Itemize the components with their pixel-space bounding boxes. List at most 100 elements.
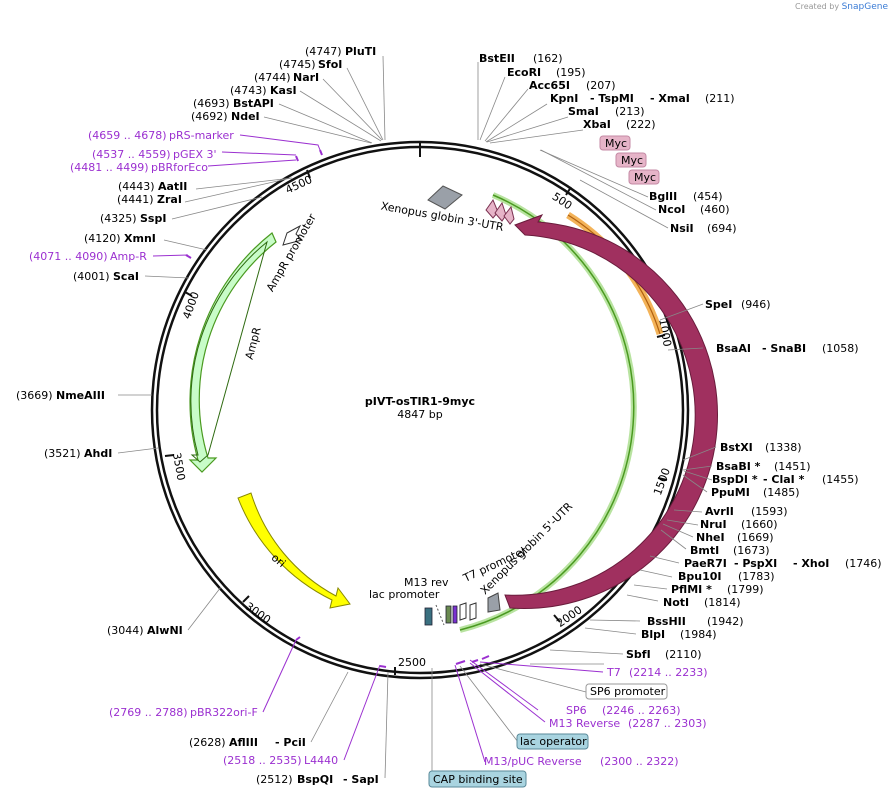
leader-lines [117, 55, 717, 779]
site-acc65I-name: Acc65I [529, 79, 570, 92]
site-notI-name: NotI [663, 596, 689, 609]
primer-t7-range: (2214 .. 2233) [629, 666, 708, 679]
site-xmaI-name: - XmaI [650, 92, 690, 105]
xenopus3-arrow [427, 185, 463, 210]
site-paeR7I-name: PaeR7I [684, 557, 727, 570]
site-xbaI-name: XbaI [583, 118, 611, 131]
site-snaBI-name: - SnaBI [762, 342, 806, 355]
primer-pbrforeco-name: pBRforEco [151, 161, 208, 174]
lac-operator-tag: lac operator [520, 735, 587, 748]
site-sbfI-pos: (2110) [665, 648, 702, 661]
site-tspMI-name: - TspMI [590, 92, 634, 105]
ampr-dark-arrow [190, 240, 268, 463]
primer-m13r-range: (2287 .. 2303) [628, 717, 707, 730]
site-nmeAIII-name: NmeAIII [56, 389, 105, 402]
tick-marks [164, 169, 668, 675]
site-acc65I-pos: (207) [586, 79, 616, 92]
tick-label-2500: 2500 [398, 656, 426, 669]
site-bspQI-name: BspQI [297, 773, 333, 786]
site-bssHII-pos: (1942) [707, 615, 744, 628]
sp6-promoter-tag: SP6 promoter [590, 685, 666, 698]
site-bstAPI-pos: (4693) [193, 97, 230, 110]
lac-promoter-label: lac promoter [369, 588, 440, 601]
site-bpu10I-name: Bpu10I [678, 570, 722, 583]
left-labels: (4747) PluTI (4745) SfoI (4744) NarI (47… [16, 45, 379, 786]
site-claI-name: - ClaI * [763, 473, 805, 486]
site-plutI-pos: (4747) [305, 45, 342, 58]
site-bstAPI-name: BstAPI [233, 97, 274, 110]
primer-ampr-range: (4071 .. 4090) [29, 250, 108, 263]
myc-tags: Myc Myc Myc [599, 135, 660, 185]
site-bsaBI-name: BsaBI * [716, 460, 761, 473]
snapgene-credit: Created by SnapGene [795, 2, 888, 12]
site-blpI-name: BlpI [641, 628, 665, 641]
site-sfoI-name: SfoI [318, 58, 342, 71]
site-notI-pos: (1814) [704, 596, 741, 609]
primer-pbr322-name: pBR322ori-F [190, 706, 258, 719]
m13-rev-label: M13 rev [404, 576, 449, 589]
site-avrII-pos: (1593) [751, 505, 788, 518]
site-nruI-pos: (1660) [741, 518, 778, 531]
site-bstEII-pos: (162) [533, 52, 563, 65]
site-kpnI-pos: (211) [705, 92, 735, 105]
site-nruI-name: NruI [700, 518, 727, 531]
backbone-outer [150, 140, 690, 680]
site-scaI-pos: (4001) [73, 270, 110, 283]
site-bsaAI-name: BsaAI [716, 342, 751, 355]
site-avrII-name: AvrII [705, 505, 734, 518]
site-ahdI-name: AhdI [84, 447, 112, 460]
site-sspI-name: SspI [140, 212, 166, 225]
site-kpnI-name: KpnI [550, 92, 578, 105]
site-xhoI-name: - XhoI [793, 557, 829, 570]
site-bglII-name: BglII [649, 190, 677, 203]
bottom-features [424, 592, 501, 626]
site-bmtI-pos: (1673) [733, 544, 770, 557]
site-aatII-pos: (4443) [118, 180, 155, 193]
site-narI-name: NarI [293, 71, 319, 84]
site-ppuMI-pos: (1485) [763, 486, 800, 499]
right-labels: BstEII (162) EcoRI (195) Acc65I (207) Kp… [479, 52, 882, 768]
site-nmeAIII-pos: (3669) [16, 389, 53, 402]
site-alwNI-pos: (3044) [107, 624, 144, 637]
site-ecoRI-name: EcoRI [507, 66, 541, 79]
site-bspDI-name: BspDI * [712, 473, 758, 486]
ori-arrow [237, 492, 351, 609]
site-kasI-pos: (4743) [230, 84, 267, 97]
primer-sp6-name: SP6 [566, 704, 587, 717]
site-aflIII-name: AflIII [229, 736, 258, 749]
ampr-promoter-arrow [282, 224, 303, 246]
site-paeR7I-pos: (1746) [845, 557, 882, 570]
xenopus5-label: Xenopus globin 5'-UTR [478, 500, 575, 597]
site-sfoI-pos: (4745) [279, 58, 316, 71]
site-bmtI-name: BmtI [690, 544, 719, 557]
site-ppuMI-name: PpuMI [711, 486, 750, 499]
bottom-tag-lines [431, 663, 587, 778]
myc-tag-3: Myc [634, 171, 656, 184]
tick-label-3500: 3500 [170, 452, 188, 482]
site-nheI-pos: (1669) [737, 531, 774, 544]
myc-tag-1: Myc [605, 137, 627, 150]
ostir1-label: OsTIR1 [637, 387, 653, 427]
ostir1-arrow [504, 214, 718, 609]
site-aflIII-pos: (2628) [189, 736, 226, 749]
primer-l4440-range: (2518 .. 2535) [223, 754, 302, 767]
site-ahdI-pos: (3521) [44, 447, 81, 460]
ampr-label: AmpR [243, 325, 264, 360]
site-pspXI-name: - PspXI [734, 557, 777, 570]
site-bpu10I-pos: (1783) [738, 570, 775, 583]
site-kasI-name: KasI [270, 84, 297, 97]
site-speI-pos: (946) [741, 298, 771, 311]
primer-lines [152, 134, 604, 763]
site-blpI-pos: (1984) [680, 628, 717, 641]
site-pflMI-name: PflMI * [671, 583, 712, 596]
primer-m13r-name: M13 Reverse [549, 717, 620, 730]
site-ncoI-name: NcoI [658, 203, 685, 216]
site-pflMI-pos: (1799) [727, 583, 764, 596]
site-ncoI-pos: (460) [700, 203, 730, 216]
site-smaI-pos: (213) [615, 105, 645, 118]
ampr-promoter-label: AmpR promoter [264, 211, 319, 294]
site-alwNI-name: AlwNI [147, 624, 183, 637]
site-nsiI-pos: (694) [707, 222, 737, 235]
credit-text: Created by [795, 2, 840, 11]
